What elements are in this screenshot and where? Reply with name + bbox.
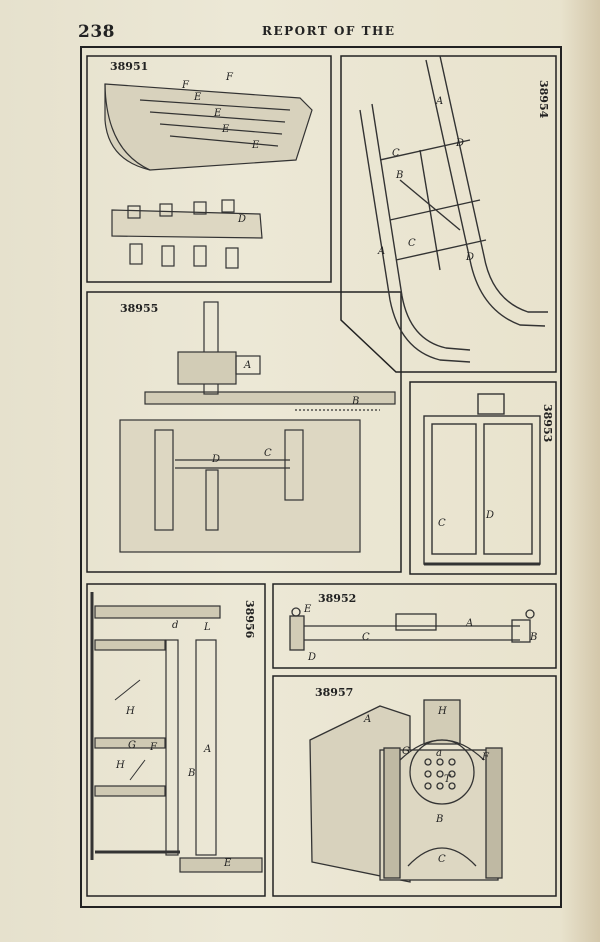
panel-38953-border [409, 381, 557, 575]
ref-letter: F [150, 742, 157, 753]
ref-letter: G [402, 746, 410, 757]
ref-letter: B [188, 768, 196, 779]
ref-letter: T [444, 774, 451, 785]
drawing-38952 [289, 607, 535, 651]
ref-letter: F [482, 752, 489, 763]
panel-38957-border [272, 675, 557, 897]
figure-number-38951: 38951 [110, 60, 149, 73]
figure-number-38952: 38952 [318, 592, 357, 605]
ref-letter: E [252, 140, 260, 151]
ref-letter: B [530, 632, 538, 643]
ref-letter: H [438, 706, 447, 717]
ref-letter: E [214, 108, 222, 119]
figure-number-38954: 38954 [537, 80, 550, 119]
drawing-38955 [119, 301, 396, 553]
ref-letter: H [126, 706, 135, 717]
ref-letter: D [308, 652, 317, 663]
ref-letter: A [204, 744, 212, 755]
ref-letter: D [486, 510, 495, 521]
drawing-38953 [423, 393, 541, 566]
ref-letter: D [212, 454, 221, 465]
page-number: 238 [78, 22, 115, 42]
ref-letter: C [362, 632, 370, 643]
drawing-38956 [90, 592, 263, 873]
ref-letter: H [116, 760, 125, 771]
ref-letter: L [204, 622, 211, 633]
ref-letter: a [436, 748, 442, 759]
page-edge-shadow [560, 0, 600, 942]
ref-letter: E [304, 604, 312, 615]
ref-letter: D [466, 252, 475, 263]
panel-38952-border [272, 583, 557, 669]
ref-letter: B [352, 396, 360, 407]
figure-number-38955: 38955 [120, 302, 159, 315]
ref-letter: E [224, 858, 232, 869]
figure-number-38953: 38953 [541, 404, 554, 443]
ref-letter: C [438, 854, 446, 865]
drawing-38951 [104, 83, 313, 269]
ref-letter: C [408, 238, 416, 249]
figure-number-38956: 38956 [243, 600, 256, 639]
figure-number-38957: 38957 [315, 686, 354, 699]
ref-letter: A [378, 246, 386, 257]
ref-letter: B [396, 170, 404, 181]
ref-letter: E [222, 124, 230, 135]
ref-letter: D [238, 214, 247, 225]
ref-letter: C [392, 148, 400, 159]
drawing-38957 [309, 699, 503, 883]
ref-letter: d [172, 620, 179, 631]
ref-letter: D [456, 138, 465, 149]
ref-letter: C [264, 448, 272, 459]
drawing-38954 [359, 55, 548, 363]
ref-letter: A [466, 618, 474, 629]
ref-letter: B [436, 814, 444, 825]
ref-letter: A [364, 714, 372, 725]
panel-38956-border [86, 583, 266, 897]
ref-letter: F [226, 72, 233, 83]
ref-letter: F [182, 80, 189, 91]
panel-38951-border [86, 55, 332, 283]
ref-letter: G [128, 740, 136, 751]
panel-38955-border [86, 291, 402, 573]
ref-letter: A [244, 360, 252, 371]
panel-38954-border [340, 55, 557, 373]
ref-letter: E [194, 92, 202, 103]
running-title: REPORT OF THE [262, 24, 396, 38]
figure-plate-frame [80, 46, 562, 908]
ref-letter: C [438, 518, 446, 529]
ref-letter: A [436, 96, 444, 107]
